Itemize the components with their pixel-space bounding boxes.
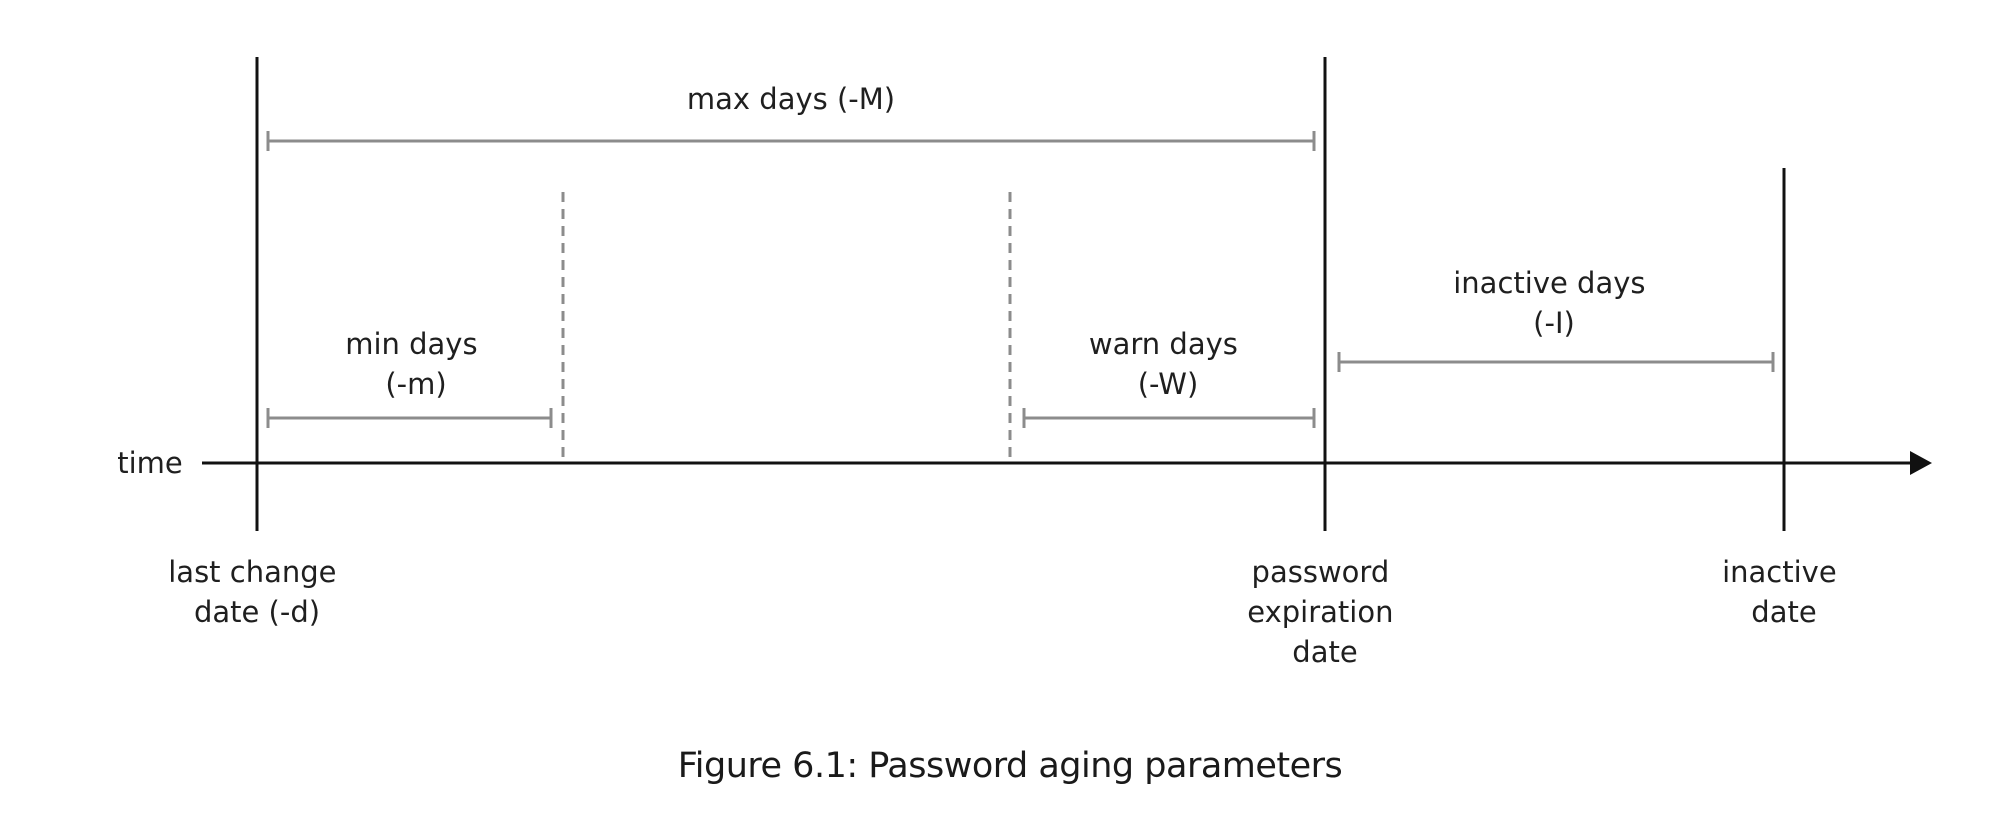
inactive-days-span xyxy=(1337,352,1775,372)
warn-days-span xyxy=(1022,408,1316,428)
warn-days-label: warn days (-W) xyxy=(1089,327,1247,401)
min-days-span xyxy=(266,408,553,428)
time-axis-arrowhead xyxy=(1910,451,1932,475)
time-axis-label: time xyxy=(117,446,183,480)
max-days-label: max days (-M) xyxy=(687,82,895,116)
inactive-days-label: inactive days (-I) xyxy=(1453,266,1654,340)
last-change-date-label: last change date (-d) xyxy=(168,555,345,629)
figure-caption: Figure 6.1: Password aging parameters xyxy=(678,746,1343,786)
password-expiration-date-label: password expiration date xyxy=(1247,555,1402,669)
min-days-label: min days (-m) xyxy=(345,327,487,401)
max-days-span xyxy=(266,131,1316,151)
inactive-date-label: inactive date xyxy=(1722,555,1846,629)
